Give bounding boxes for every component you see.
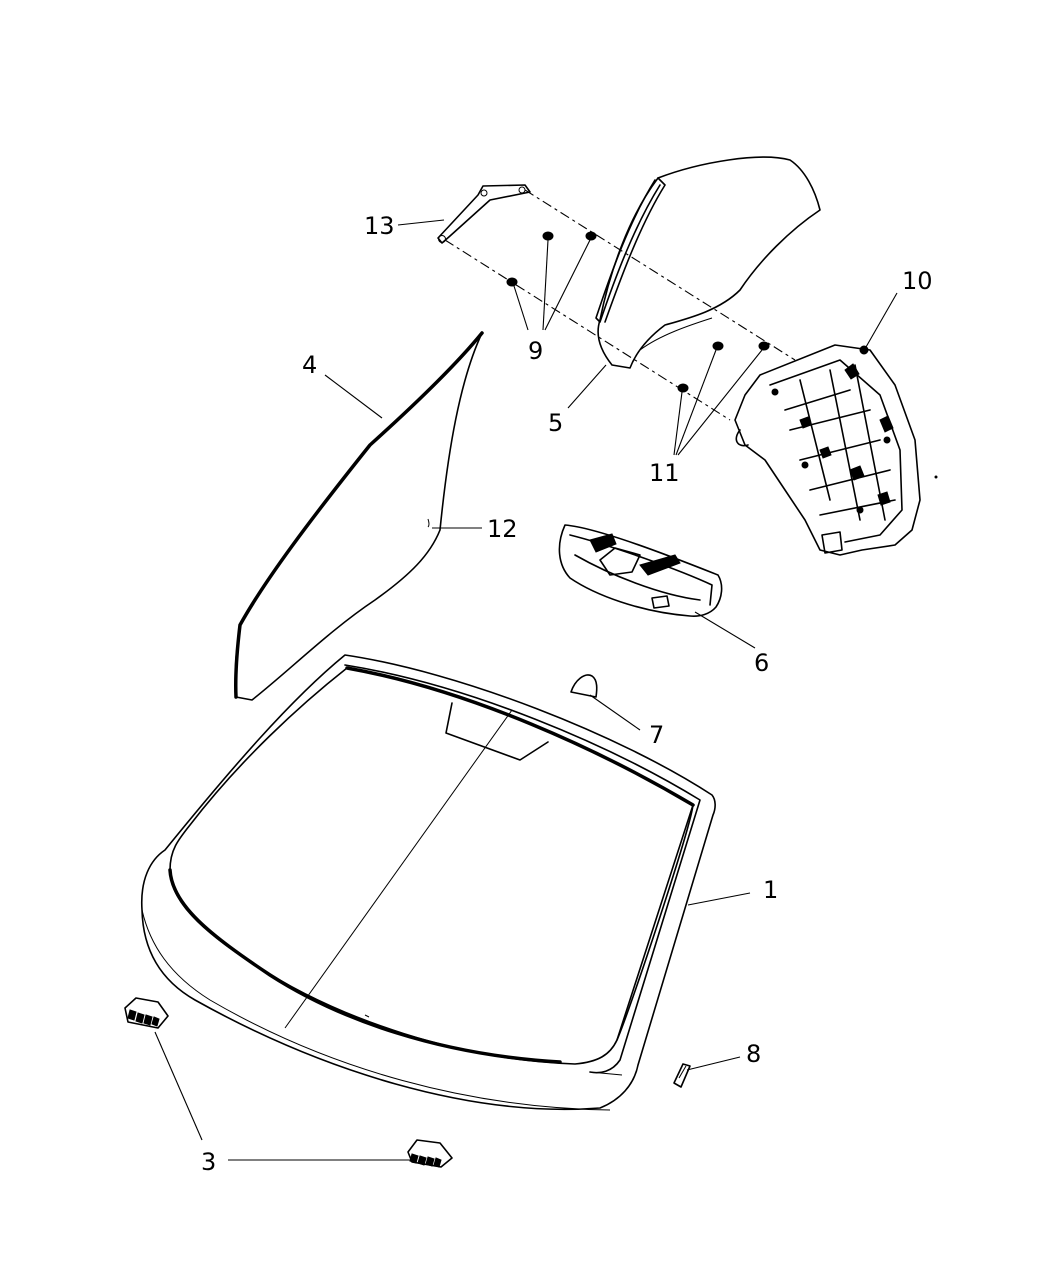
leader-lines xyxy=(154,219,898,1161)
callout-12: 12 xyxy=(487,515,518,543)
callout-3: 3 xyxy=(201,1148,216,1176)
callout-5: 5 xyxy=(548,409,563,437)
quarter-glass-part-4 xyxy=(234,331,484,701)
callout-13: 13 xyxy=(364,212,395,240)
alignment-line-upper xyxy=(524,189,796,361)
callout-11: 11 xyxy=(649,459,680,487)
alignment-line-lower xyxy=(444,239,731,421)
clip-part-8 xyxy=(673,1063,691,1088)
clip-part-3-upper xyxy=(124,997,169,1029)
mirror-part-6 xyxy=(558,524,723,617)
clip-part-3-lower xyxy=(407,1139,453,1168)
module-part-10 xyxy=(734,344,938,556)
grommets-part-9 xyxy=(506,231,597,287)
callout-8: 8 xyxy=(746,1040,761,1068)
callout-7: 7 xyxy=(649,721,664,749)
callout-6: 6 xyxy=(754,649,769,677)
windshield-part-1 xyxy=(140,654,716,1111)
sunvisor-part-5 xyxy=(595,156,821,369)
grommets-part-11 xyxy=(677,341,770,393)
callout-10: 10 xyxy=(902,267,933,295)
cover-part-7 xyxy=(570,674,598,698)
callout-1: 1 xyxy=(763,876,778,904)
callout-4: 4 xyxy=(302,351,317,379)
bracket-part-13 xyxy=(437,184,531,244)
callout-9: 9 xyxy=(528,337,543,365)
